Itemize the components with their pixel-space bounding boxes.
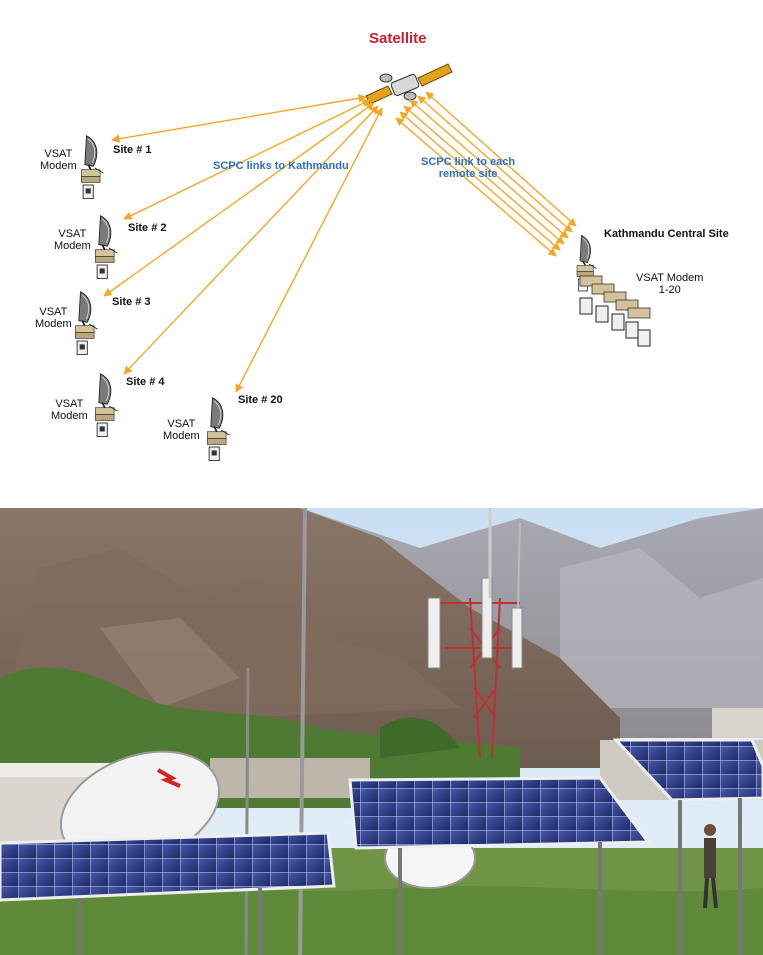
remote-site-photo	[0, 508, 763, 955]
modem-line1: VSAT	[167, 418, 196, 430]
link-site-20	[235, 107, 383, 393]
site-label-2: Site # 2	[128, 222, 167, 234]
modem-label-site-20: VSAT Modem	[163, 418, 200, 442]
scpc-links-central	[395, 91, 577, 257]
central-modem-label: VSAT Modem 1-20	[636, 272, 703, 296]
vsat-site-4-icon	[94, 372, 119, 438]
vsat-site-20-icon	[206, 396, 231, 462]
modem-label-site-3: VSAT Modem	[35, 306, 72, 330]
solar-panel-left	[0, 831, 336, 955]
central-modem-line2: 1-20	[658, 284, 681, 296]
modem-label-site-4: VSAT Modem	[51, 398, 88, 422]
vsat-site-3-icon	[74, 290, 99, 356]
link-site-4	[123, 105, 379, 375]
vsat-site-1-icon	[80, 134, 105, 200]
satellite-icon	[365, 63, 453, 105]
modem-line1: VSAT	[39, 306, 68, 318]
site-label-1: Site # 1	[113, 144, 152, 156]
modem-line1: VSAT	[55, 398, 84, 410]
central-modem-line1: VSAT Modem	[636, 272, 704, 284]
modem-line1: VSAT	[44, 148, 73, 160]
link-label-kathmandu: SCPC links to Kathmandu	[213, 160, 349, 172]
link-site-1	[111, 94, 367, 143]
diagram-graphics	[74, 63, 651, 462]
link-label-remote-line2: remote site	[438, 168, 498, 180]
solar-panel-right	[612, 738, 763, 955]
solar-panel-center	[348, 776, 651, 955]
satellite-label: Satellite	[369, 30, 427, 47]
link-label-remote: SCPC link to each remote site	[421, 156, 515, 180]
photo-illustration	[0, 508, 763, 955]
modem-line2: Modem	[163, 430, 200, 442]
central-site-icon	[576, 234, 651, 347]
modem-line2: Modem	[40, 160, 77, 172]
site-label-4: Site # 4	[126, 376, 165, 388]
modem-line1: VSAT	[58, 228, 87, 240]
link-label-remote-line1: SCPC link to each	[421, 156, 516, 168]
scpc-links-remote	[103, 94, 383, 393]
modem-line2: Modem	[51, 410, 88, 422]
modem-label-site-2: VSAT Modem	[54, 228, 91, 252]
person-figure	[703, 824, 718, 909]
central-site-label: Kathmandu Central Site	[604, 228, 729, 240]
vsat-site-2-icon	[94, 214, 119, 280]
link-site-3	[103, 102, 375, 297]
site-label-20: Site # 20	[238, 394, 283, 406]
modem-line2: Modem	[54, 240, 91, 252]
modem-line2: Modem	[35, 318, 72, 330]
network-diagram: Satellite SCPC links to Kathmandu SCPC l…	[35, 30, 729, 462]
site-label-3: Site # 3	[112, 296, 151, 308]
modem-label-site-1: VSAT Modem	[40, 148, 77, 172]
